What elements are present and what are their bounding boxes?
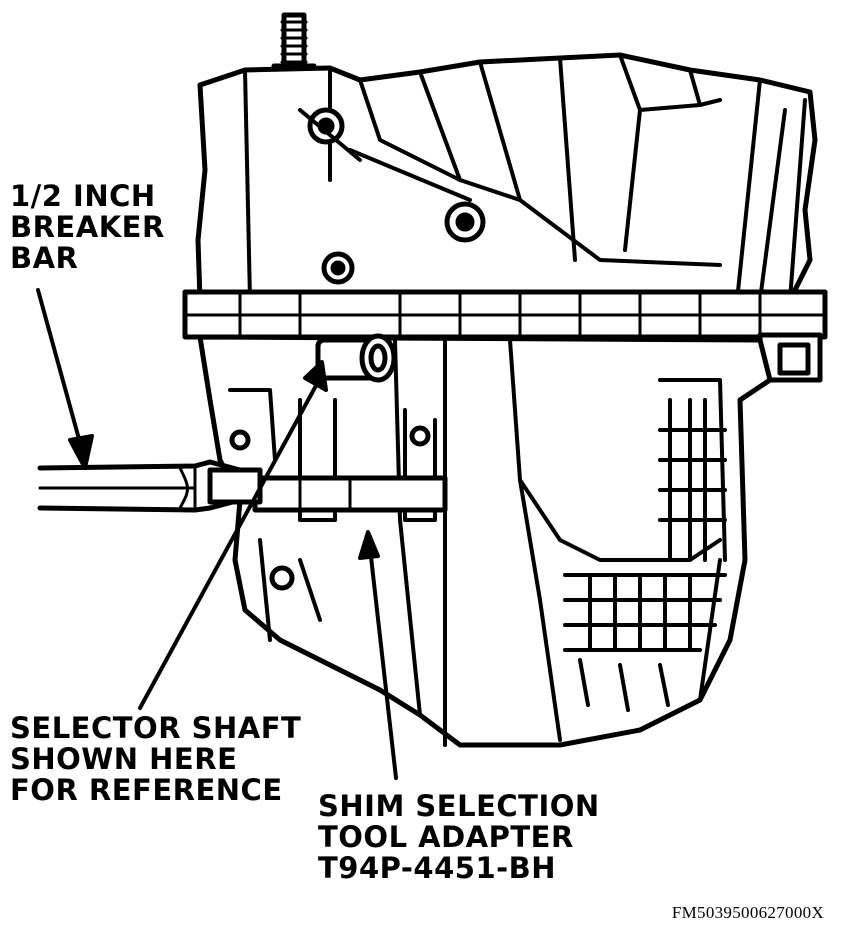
selector-shaft-label-line-1: SELECTOR SHAFT bbox=[10, 711, 302, 745]
selector-shaft-label: SELECTOR SHAFT SHOWN HERE FOR REFERENCE bbox=[10, 713, 301, 806]
breaker-bar-label: 1/2 INCH BREAKER BAR bbox=[10, 181, 165, 274]
shim-tool-label: SHIM SELECTION TOOL ADAPTER T94P-4451-BH bbox=[318, 791, 600, 884]
selector-shaft-label-line-2: SHOWN HERE bbox=[10, 742, 238, 776]
leader-arrows bbox=[36, 288, 398, 780]
breaker-bar-label-line-2: BREAKER bbox=[10, 210, 165, 244]
breaker-bar-label-line-1: 1/2 INCH bbox=[10, 179, 156, 213]
shim-tool-label-line-2: TOOL ADAPTER bbox=[318, 820, 574, 854]
breaker-bar bbox=[37, 459, 263, 513]
shim-tool-label-line-1: SHIM SELECTION bbox=[318, 789, 600, 823]
figure-code: FM5039500627000X bbox=[671, 903, 824, 922]
left-brackets bbox=[228, 388, 437, 642]
selector-shaft-label-line-3: FOR REFERENCE bbox=[10, 773, 283, 807]
breaker-bar-label-line-3: BAR bbox=[10, 241, 79, 275]
shim-tool-label-line-3: T94P-4451-BH bbox=[318, 851, 557, 885]
lower-case bbox=[197, 334, 773, 748]
rib-grid bbox=[563, 378, 727, 712]
case-contours bbox=[393, 338, 722, 747]
